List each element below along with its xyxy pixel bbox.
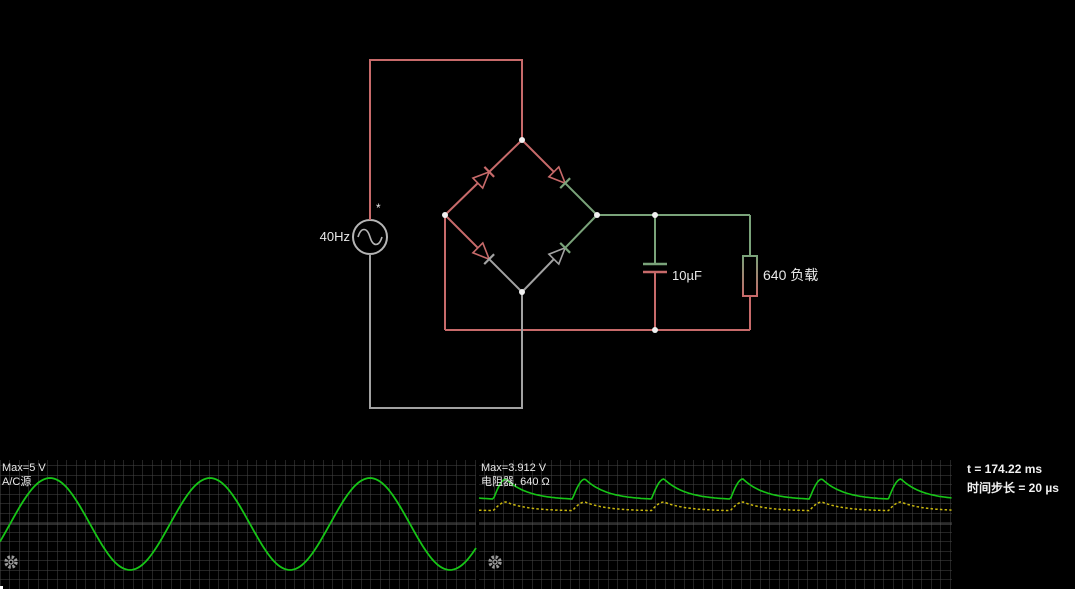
- simulation-status: t = 174.22 ms 时间步长 = 20 µs: [967, 462, 1059, 496]
- scope-right-name-label: 电阻器, 640 Ω: [481, 476, 550, 488]
- wire-ac-top[interactable]: [369, 59, 523, 220]
- node-dot[interactable]: [594, 212, 600, 218]
- capacitor[interactable]: [643, 262, 667, 274]
- diode-triangle-icon: [471, 170, 491, 190]
- diode-triangle-icon: [547, 246, 567, 266]
- diode-top-right[interactable]: [521, 139, 598, 216]
- load-value-label: 640 负载: [763, 267, 819, 283]
- scope-left-panel[interactable]: Max=5 V A/C源: [0, 460, 476, 589]
- diode-bar-icon: [559, 242, 571, 254]
- scope-trace: [0, 477, 477, 571]
- sim-timestep-label: 时间步长 = 20 µs: [967, 481, 1059, 495]
- diode-bar-icon: [559, 177, 571, 189]
- window-corner: [0, 586, 3, 589]
- scope-right-panel[interactable]: Max=3.912 V 电阻器, 640 Ω: [479, 460, 952, 589]
- wire-ac-bottom[interactable]: [369, 254, 523, 409]
- diode-top-left[interactable]: [444, 139, 523, 216]
- diode-bottom-right[interactable]: [521, 214, 598, 293]
- node-dot[interactable]: [652, 327, 658, 333]
- node-dot[interactable]: [442, 212, 448, 218]
- scope-right-settings-gear-icon[interactable]: [487, 554, 503, 570]
- diode-bar-icon: [483, 253, 495, 265]
- sine-symbol-icon: [357, 228, 383, 246]
- source-mark-label: *: [376, 201, 381, 215]
- sim-time-label: t = 174.22 ms: [967, 462, 1043, 476]
- scope-traces: [0, 477, 952, 571]
- node-dot[interactable]: [519, 289, 525, 295]
- diode-triangle-icon: [547, 165, 567, 185]
- node-dot[interactable]: [652, 212, 658, 218]
- diode-triangle-icon: [471, 241, 491, 261]
- ac-voltage-source[interactable]: [352, 219, 388, 255]
- load-resistor[interactable]: [742, 255, 758, 297]
- resistor-body[interactable]: [742, 255, 758, 297]
- scope-left-max-label: Max=5 V: [2, 462, 46, 474]
- source-frequency-label: 40Hz: [319, 229, 350, 244]
- capacitor-value-label: 10µF: [672, 268, 702, 283]
- window-right-edge: [1075, 0, 1077, 589]
- scope-left-name-label: A/C源: [2, 476, 32, 488]
- scope-left-settings-gear-icon[interactable]: [3, 554, 19, 570]
- diode-bottom-left[interactable]: [444, 214, 523, 293]
- node-dot[interactable]: [519, 137, 525, 143]
- scope-right-max-label: Max=3.912 V: [481, 462, 547, 474]
- scope-trace: [478, 478, 952, 500]
